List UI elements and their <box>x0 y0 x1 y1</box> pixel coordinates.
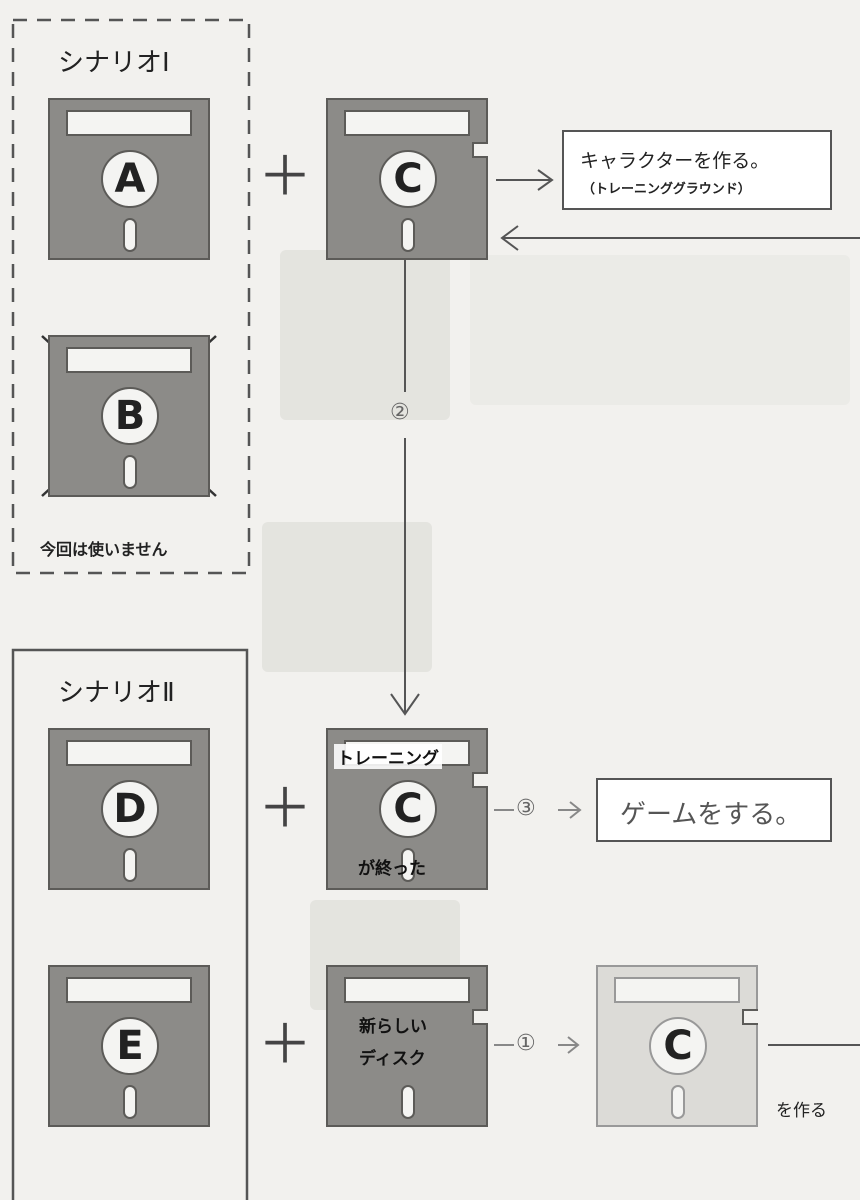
play-game-box: ゲームをする。 <box>596 778 832 842</box>
disk-label <box>66 740 192 766</box>
step3-label: ③ <box>516 796 536 821</box>
disk-slot <box>123 455 137 489</box>
disk-a: A <box>48 98 210 260</box>
plus-sign-2: ＋ <box>258 777 312 840</box>
new-disk-line2: ディスク <box>359 1049 426 1069</box>
play-game-text: ゲームをする。 <box>620 800 802 830</box>
make-disk-text: を作る <box>776 1101 827 1121</box>
finished-label: が終った <box>358 859 426 879</box>
disk-hub: C <box>379 780 437 838</box>
ghost-disk-5 <box>262 522 432 672</box>
training-label: トレーニング <box>334 744 442 769</box>
disk-hub: E <box>101 1017 159 1075</box>
disk-hub: C <box>649 1017 707 1075</box>
disk-hub: D <box>101 780 159 838</box>
disk-hub: B <box>101 387 159 445</box>
disk-slot <box>123 218 137 252</box>
disk-new-blank <box>326 965 488 1127</box>
disk-slot <box>401 848 415 882</box>
plus-sign-1: ＋ <box>258 145 312 208</box>
disk-slot <box>671 1085 685 1119</box>
new-disk-line1: 新らしい <box>359 1017 427 1037</box>
disk-label <box>66 110 192 136</box>
disk-hub: A <box>101 150 159 208</box>
scenario2-title: シナリオⅡ <box>58 678 175 708</box>
disk-b: B <box>48 335 210 497</box>
training-ground-text: （トレーニンググラウンド） <box>582 182 751 197</box>
ghost-disk-a <box>280 250 450 420</box>
disk-label <box>344 110 470 136</box>
disk-label <box>66 977 192 1003</box>
scenario1-title: シナリオⅠ <box>58 48 170 78</box>
ghost-box <box>470 255 850 405</box>
disk-c-top: C <box>326 98 488 260</box>
make-character-box: キャラクターを作る。 （トレーニンググラウンド） <box>562 130 832 210</box>
disk-slot <box>401 1085 415 1119</box>
disk-slot <box>123 1085 137 1119</box>
disk-label <box>614 977 740 1003</box>
step2-label: ② <box>390 400 410 425</box>
disk-slot <box>401 218 415 252</box>
disk-d: D <box>48 728 210 890</box>
scenario2-border <box>11 648 249 1200</box>
disk-label <box>66 347 192 373</box>
disk-hub: C <box>379 150 437 208</box>
unused-note: 今回は使いません <box>40 540 168 559</box>
disk-slot <box>123 848 137 882</box>
step1-label: ① <box>516 1031 536 1056</box>
make-character-text: キャラクターを作る。 <box>580 150 770 172</box>
disk-label <box>344 977 470 1003</box>
disk-c-new: C <box>596 965 758 1127</box>
plus-sign-3: ＋ <box>258 1013 312 1076</box>
disk-e: E <box>48 965 210 1127</box>
scenario1-dashed-border <box>11 18 251 575</box>
